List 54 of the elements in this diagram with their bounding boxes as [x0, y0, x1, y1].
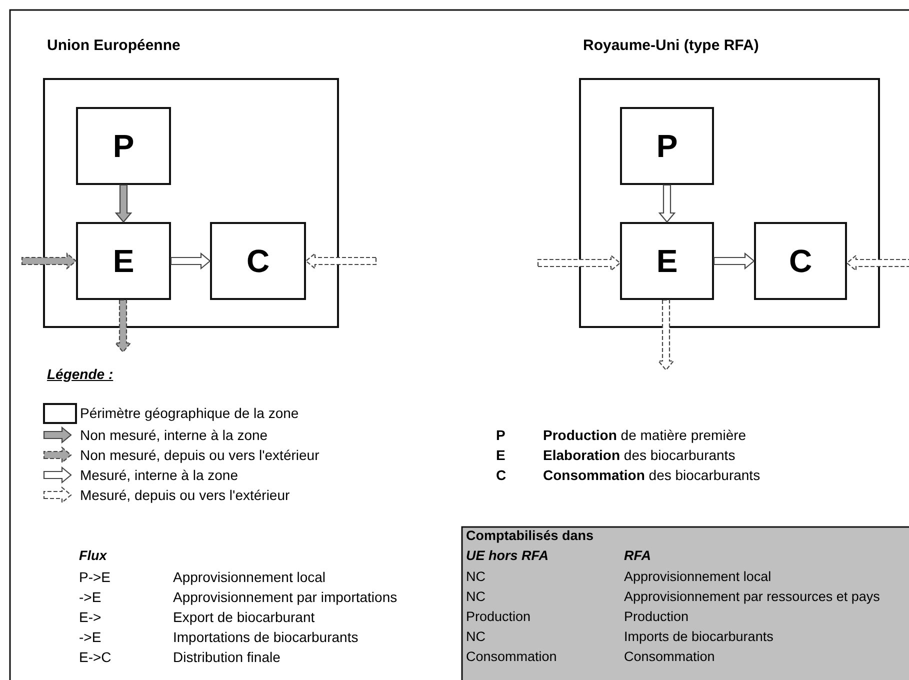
arrow — [305, 252, 377, 270]
table-cell: Consommation — [466, 649, 557, 665]
arrow — [170, 252, 211, 270]
stage-box: C — [754, 222, 847, 300]
stage-box: E — [620, 222, 714, 300]
key-description: Consommation des biocarburants — [543, 467, 760, 483]
arrow — [21, 252, 77, 270]
stage-box: E — [76, 222, 171, 300]
flux-text: Approvisionnement local — [173, 569, 326, 585]
flux-text: ->E — [79, 589, 102, 605]
key-description: Elaboration des biocarburants — [543, 447, 736, 463]
arrow — [537, 254, 621, 272]
zone-title: Royaume-Uni (type RFA) — [583, 37, 759, 54]
flux-text: Distribution finale — [173, 649, 280, 665]
flux-text: Export de biocarburant — [173, 609, 315, 625]
flux-text: E->C — [79, 649, 112, 665]
flux-text: E-> — [79, 609, 102, 625]
stage-box: C — [210, 222, 306, 300]
stage-box: P — [620, 107, 714, 185]
table-title: Comptabilisés dans — [466, 528, 594, 544]
table-cell: Production — [466, 609, 531, 625]
column-header: UE hors RFA — [466, 548, 549, 564]
legend-text: Non mesuré, depuis ou vers l'extérieur — [80, 447, 320, 463]
table-cell: Production — [624, 609, 689, 625]
table-cell: NC — [466, 569, 486, 585]
table-cell: Consommation — [624, 649, 715, 665]
flux-text: Approvisionnement par importations — [173, 589, 398, 605]
stage-box: P — [76, 107, 171, 185]
flux-text: P->E — [79, 569, 111, 585]
legend-heading: Légende : — [47, 366, 114, 382]
key-letter: P — [496, 427, 506, 443]
zone-title: Union Européenne — [47, 37, 180, 54]
arrow — [657, 299, 675, 371]
arrow — [846, 254, 909, 272]
table-cell: NC — [466, 589, 486, 605]
legend-text: Non mesuré, interne à la zone — [80, 427, 268, 443]
legend-text: Mesuré, depuis ou vers l'extérieur — [80, 487, 290, 503]
key-description: Production de matière première — [543, 427, 746, 443]
arrow — [114, 184, 132, 223]
legend-text: Mesuré, interne à la zone — [80, 467, 238, 483]
legend-text: Périmètre géographique de la zone — [80, 405, 299, 421]
table-cell: Approvisionnement local — [624, 569, 772, 585]
arrow — [114, 299, 132, 353]
table-cell: NC — [466, 629, 486, 645]
key-letter: C — [496, 467, 506, 483]
column-header: RFA — [624, 548, 651, 564]
arrow — [713, 252, 755, 270]
flux-text: Importations de biocarburants — [173, 629, 358, 645]
table-cell: Approvisionnement par ressources et pays — [624, 589, 880, 605]
column-header: Flux — [79, 548, 107, 564]
table-cell: Imports de biocarburants — [624, 629, 774, 645]
flux-text: ->E — [79, 629, 102, 645]
arrow — [658, 184, 676, 223]
key-letter: E — [496, 447, 506, 463]
